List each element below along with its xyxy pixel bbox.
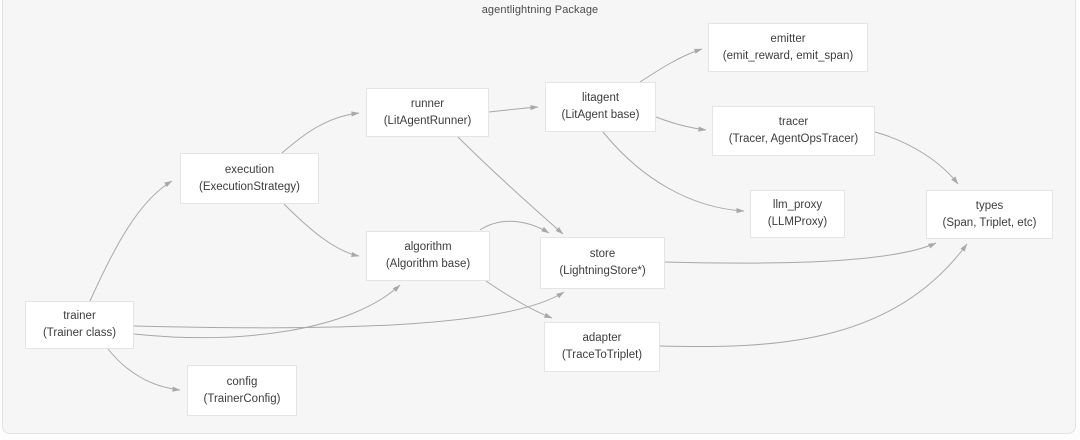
edge-runner-litagent xyxy=(488,104,539,113)
edge-algorithm-adapter xyxy=(485,280,553,319)
node-types: types (Span, Triplet, etc) xyxy=(926,190,1053,239)
edge-trainer-algorithm xyxy=(133,284,401,339)
node-config: config (TrainerConfig) xyxy=(187,365,297,416)
node-name: trainer xyxy=(63,310,96,322)
node-detail: (TraceToTriplet) xyxy=(561,349,643,361)
node-detail: (LitAgentRunner) xyxy=(383,114,472,127)
node-name: types xyxy=(975,199,1004,212)
edge-adapter-types xyxy=(659,243,968,348)
node-detail: (LitAgent base) xyxy=(561,109,640,121)
edge-litagent-emitter xyxy=(639,48,703,83)
edge-runner-store xyxy=(457,136,564,235)
node-detail: (Span, Triplet, etc) xyxy=(942,216,1037,229)
node-detail: (Tracer, AgentOpsTracer) xyxy=(728,133,859,145)
edge-store-types xyxy=(664,242,937,264)
node-detail: (TrainerConfig) xyxy=(203,392,281,405)
edge-litagent-llm_proxy xyxy=(602,131,745,214)
edge-tracer-types xyxy=(874,131,959,185)
node-detail: (Trainer class) xyxy=(42,327,117,339)
node-detail: (ExecutionStrategy) xyxy=(199,180,300,193)
node-emitter: emitter (emit_reward, emit_span) xyxy=(708,23,868,72)
node-adapter: adapter (TraceToTriplet) xyxy=(544,322,660,372)
node-name: store xyxy=(589,248,616,260)
node-litagent: litagent (LitAgent base) xyxy=(545,82,656,132)
node-name: adapter xyxy=(582,332,622,344)
edge-litagent-tracer xyxy=(655,116,707,132)
node-runner: runner (LitAgentRunner) xyxy=(366,88,489,137)
edge-algorithm-store xyxy=(479,220,550,234)
edge-trainer-execution xyxy=(89,180,173,302)
edge-trainer-config xyxy=(107,348,181,392)
node-execution: execution (ExecutionStrategy) xyxy=(180,153,319,204)
node-name: llm_proxy xyxy=(772,199,823,211)
node-detail: (Algorithm base) xyxy=(385,258,471,270)
node-llm_proxy: llm_proxy (LLMProxy) xyxy=(750,190,845,238)
node-store: store (LightningStore*) xyxy=(540,237,665,289)
node-algorithm: algorithm (Algorithm base) xyxy=(366,231,490,281)
node-name: runner xyxy=(410,97,445,110)
node-detail: (LightningStore*) xyxy=(559,265,646,277)
node-tracer: tracer (Tracer, AgentOpsTracer) xyxy=(712,106,875,156)
node-name: algorithm xyxy=(404,241,452,253)
edge-trainer-store xyxy=(133,291,565,329)
node-detail: (LLMProxy) xyxy=(767,216,828,228)
diagram-title: agentlightning Package xyxy=(481,4,599,16)
node-detail: (emit_reward, emit_span) xyxy=(722,49,854,62)
edge-execution-runner xyxy=(281,111,360,154)
node-name: emitter xyxy=(770,32,806,45)
node-name: litagent xyxy=(581,92,620,104)
node-trainer: trainer (Trainer class) xyxy=(25,301,134,349)
node-name: config xyxy=(226,375,258,388)
edge-execution-algorithm xyxy=(283,203,360,258)
node-name: tracer xyxy=(778,116,809,128)
node-name: execution xyxy=(224,163,275,176)
